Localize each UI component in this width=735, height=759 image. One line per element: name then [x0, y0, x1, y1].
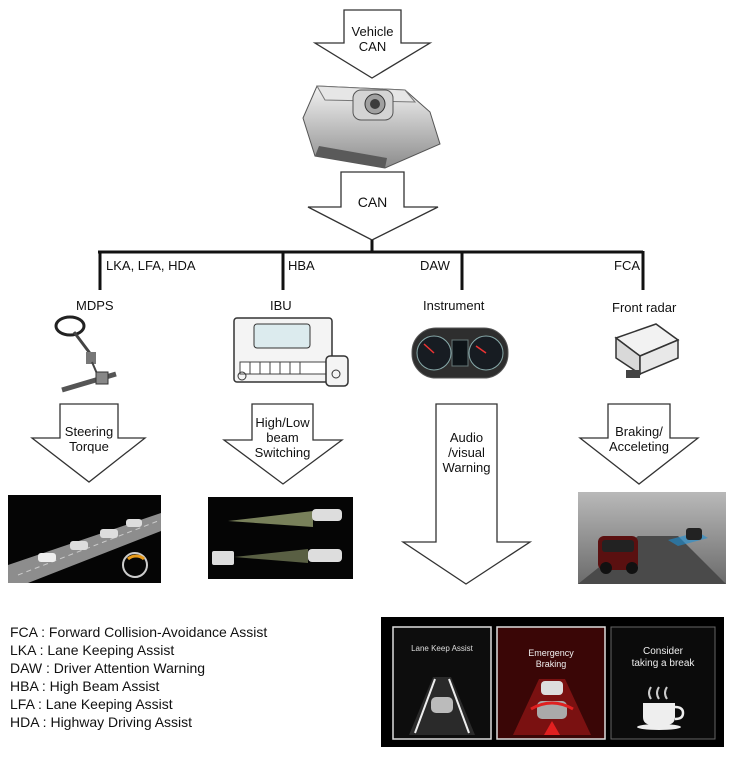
lane-keep-assist-title: Lane Keep Assist — [411, 644, 473, 653]
instrument-cluster-image — [411, 327, 509, 379]
bus-label-lka-lfa-hda: LKA, LFA, HDA — [106, 258, 196, 273]
vehicle-can-arrow — [312, 9, 433, 79]
component-label-ibu: IBU — [270, 298, 292, 313]
legend-item: FCA : Forward Collision-Avoidance Assist — [10, 624, 268, 640]
cluster-warning-display — [381, 617, 724, 747]
beam-switching-arrow — [222, 403, 344, 485]
high-beam-illustration — [208, 497, 353, 579]
braking-accelerating-arrow — [578, 403, 700, 485]
ibu-module-image — [233, 317, 349, 387]
front-radar-image — [614, 323, 680, 378]
abbreviation-legend: FCA : Forward Collision-Avoidance Assist… — [10, 623, 267, 731]
legend-item: HBA : High Beam Assist — [10, 678, 160, 694]
bus-label-hba: HBA — [288, 258, 315, 273]
legend-item: LKA : Lane Keeping Assist — [10, 642, 175, 658]
legend-item: DAW : Driver Attention Warning — [10, 660, 206, 676]
component-label-front-radar: Front radar — [612, 300, 677, 315]
legend-item: LFA : Lane Keeping Assist — [10, 696, 173, 712]
bus-label-fca: FCA — [614, 258, 640, 273]
can-text: CAN — [357, 194, 388, 210]
component-label-instrument: Instrument — [423, 298, 485, 313]
steering-torque-arrow — [30, 403, 147, 483]
braking-accelerating-text: Braking/Acceleting — [609, 424, 669, 454]
legend-item: HDA : Highway Driving Assist — [10, 714, 193, 730]
can-arrow — [307, 171, 439, 241]
mdps-steering-image — [54, 315, 117, 393]
bus-label-daw: DAW — [420, 258, 450, 273]
front-camera-unit-image — [302, 85, 441, 169]
steering-road-illustration — [8, 495, 161, 583]
braking-road-illustration — [578, 492, 726, 584]
component-label-mdps: MDPS — [76, 298, 114, 313]
audio-visual-warning-arrow — [400, 403, 533, 585]
